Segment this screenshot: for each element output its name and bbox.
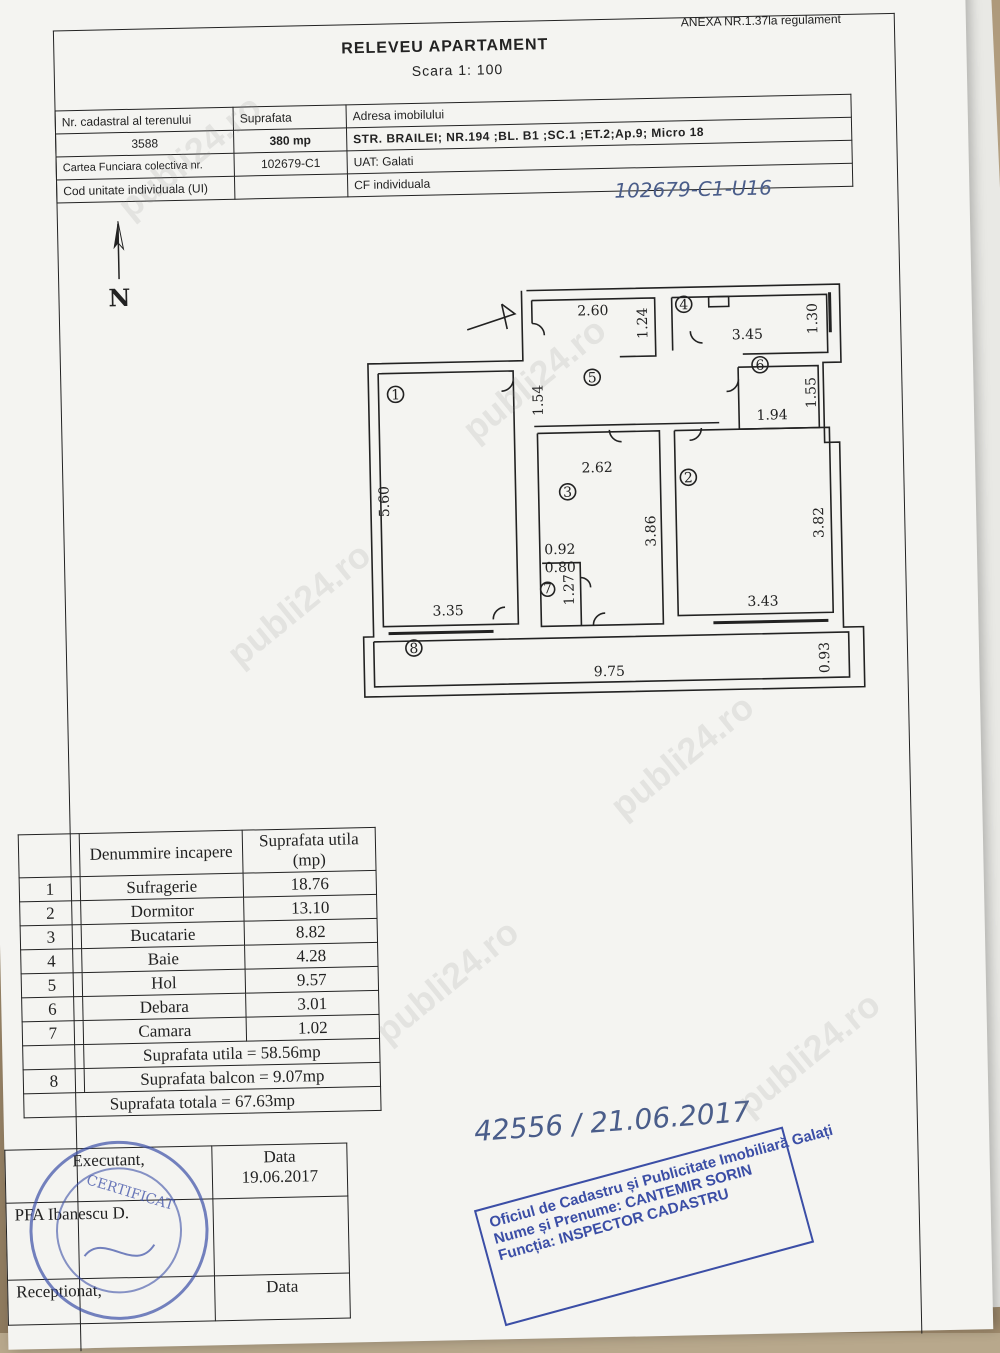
room-number: 3 [563, 485, 572, 501]
table-header-row: Denummire incapere Suprafata utila (mp) [18, 827, 376, 877]
entrance-arrow-icon [467, 304, 516, 330]
room-area: 18.76 [243, 870, 376, 897]
header-name: Denummire incapere [79, 830, 243, 876]
dimension-label: 2.62 [581, 460, 613, 477]
room-name: Camara [83, 1017, 246, 1044]
seal-text: CERTIFICAT [85, 1172, 177, 1214]
cell [23, 1045, 84, 1070]
date-label-2: Data [214, 1273, 350, 1321]
dimension-label: 0.93 [817, 642, 834, 674]
room-num: 4 [21, 949, 82, 974]
dimension-label: 3.45 [732, 327, 764, 344]
dimension-label: 1.30 [805, 303, 822, 335]
dimension-label: 3.82 [811, 507, 828, 539]
room-name: Dormitor [81, 897, 244, 924]
room-number: 2 [684, 470, 693, 486]
room-name: Sufragerie [80, 873, 243, 900]
room-area: 1.02 [246, 1014, 379, 1041]
dimension-label: 9.75 [594, 664, 626, 681]
room-name: Hol [82, 969, 245, 996]
dimension-label: 3.35 [432, 603, 464, 620]
dimension-label: 3.43 [747, 593, 779, 610]
cell [18, 834, 80, 878]
date-label: Data [220, 1146, 338, 1168]
room-area: 4.28 [245, 942, 378, 969]
dimension-label: 2.60 [577, 303, 609, 320]
cell [213, 1196, 350, 1276]
room-name: Debara [83, 993, 246, 1020]
room-area: 3.01 [246, 990, 379, 1017]
dimension-label: 5.60 [376, 486, 393, 518]
room-num: 6 [22, 997, 83, 1022]
room-area: 9.57 [245, 966, 378, 993]
room-name: Baie [82, 945, 245, 972]
dimension-label: 0.80 [544, 560, 576, 577]
dimension-label: 1.27 [561, 574, 578, 606]
dimension-label: 1.55 [803, 377, 820, 409]
room-num: 5 [21, 973, 82, 998]
round-seal-stamp: CERTIFICAT [22, 1133, 216, 1327]
date-cell: Data 19.06.2017 [212, 1143, 348, 1199]
room-area: 8.82 [244, 918, 377, 945]
room-num: 3 [20, 925, 81, 950]
signature-scribble-icon [84, 1245, 154, 1257]
room-number: 8 [409, 641, 418, 657]
balcony-num: 8 [23, 1069, 84, 1094]
outer-wall [356, 284, 864, 697]
room-number: 4 [679, 297, 688, 313]
room-number: 7 [543, 581, 552, 597]
room-name: Bucatarie [81, 921, 244, 948]
header-area: Suprafata utila (mp) [242, 827, 376, 873]
dimension-label: 0.92 [544, 542, 576, 559]
rooms-area-table: Denummire incapere Suprafata utila (mp) … [18, 827, 382, 1118]
room-num: 1 [19, 877, 80, 902]
room-1-outline [378, 371, 518, 627]
room-number: 5 [588, 370, 597, 386]
room-number: 6 [755, 358, 764, 374]
room-2-outline [674, 427, 833, 615]
room-number: 1 [391, 387, 400, 403]
room-num: 2 [20, 901, 81, 926]
dimension-label: 1.24 [635, 307, 652, 339]
dimension-label: 1.94 [756, 407, 788, 424]
dimension-label: 3.86 [643, 515, 660, 547]
room-area: 13.10 [244, 894, 377, 921]
dimension-label: 1.54 [530, 385, 547, 417]
room-num: 7 [22, 1021, 83, 1046]
date-value: 19.06.2017 [221, 1166, 339, 1188]
